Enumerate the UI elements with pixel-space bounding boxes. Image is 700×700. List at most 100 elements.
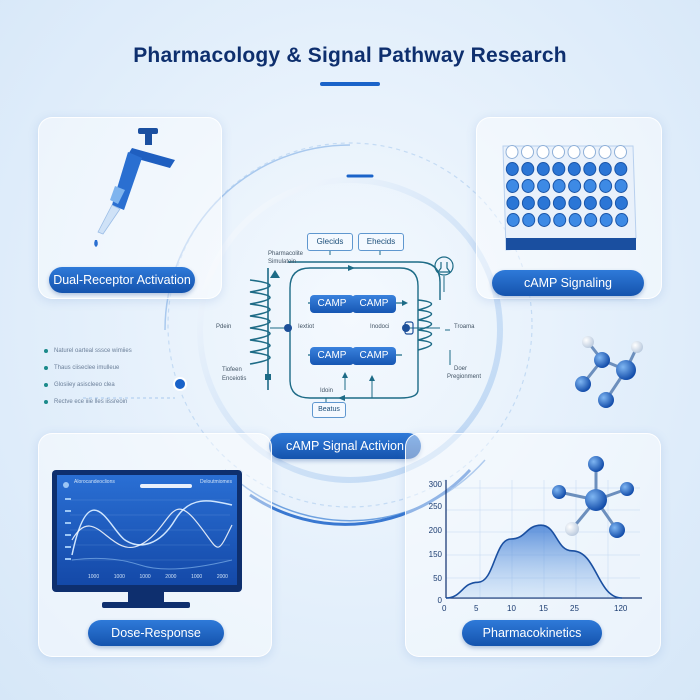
well — [568, 213, 582, 227]
well — [536, 145, 550, 159]
pk-x-origin: 0 — [442, 604, 447, 613]
pharmacokinetics-label: Pharmacokinetics — [462, 620, 602, 646]
well — [599, 213, 613, 227]
title-underline — [320, 82, 380, 86]
label-left-mid2: Iextiot — [298, 324, 315, 330]
label-right-bot2: Pregionment — [447, 374, 482, 380]
top-box-1: Glecids — [307, 233, 353, 251]
well — [552, 196, 566, 210]
well — [598, 162, 612, 176]
monitor-header-right: Deloutmiomes — [200, 479, 232, 485]
x-tick: 2000 — [216, 574, 228, 580]
bullet-text: Rectve ece iiie lles iissreoin — [54, 398, 128, 405]
label-left-mid: Pdein — [216, 324, 232, 330]
pk-y-ticks: 300 250 200 150 50 0 — [420, 480, 442, 605]
x-tick: 15 — [539, 604, 548, 613]
well — [614, 145, 627, 159]
well — [552, 179, 566, 193]
well — [583, 179, 597, 193]
well — [583, 162, 597, 176]
well — [536, 162, 550, 176]
well — [521, 162, 535, 176]
page-title: Pharmacology & Signal Pathway Research — [133, 44, 567, 67]
label-right-mid2: Troama — [454, 324, 475, 330]
top-box-2: Ehecids — [358, 233, 404, 251]
well — [505, 162, 519, 176]
well — [537, 196, 551, 210]
pk-curve — [445, 524, 623, 599]
y-tick: 200 — [428, 526, 442, 535]
bullet-item: Thaus ciiseclee imulleue — [44, 359, 164, 376]
well — [537, 179, 551, 193]
bullet-dot — [44, 365, 48, 370]
well — [614, 162, 628, 176]
well — [506, 213, 520, 227]
x-tick: 120 — [614, 604, 628, 613]
well — [537, 213, 551, 227]
well — [614, 196, 628, 210]
well — [521, 179, 535, 193]
x-tick: 1000 — [88, 574, 100, 580]
x-tick: 1000 — [113, 574, 125, 580]
bullet-text: Glosiiey asiscleeo clea — [54, 381, 115, 388]
camp-node-3: CAMP — [310, 347, 354, 365]
camp-signaling-label: cAMP Signaling — [492, 270, 644, 296]
bullet-text: Thaus ciiseclee imulleue — [54, 364, 120, 371]
bullet-dot — [44, 382, 48, 387]
pk-area — [446, 525, 622, 598]
label-left-top2: Simulatoin — [268, 259, 297, 265]
well — [521, 145, 534, 159]
label-right-bot: Doer — [454, 366, 468, 372]
well — [599, 179, 613, 193]
bullet-list: Naturel oarteal sssce wimiies Thaus ciis… — [44, 342, 164, 410]
monitor-x-ticks: 1000 1000 1000 2000 1000 2000 — [88, 574, 228, 580]
y-tick: 150 — [428, 550, 442, 559]
y-tick: 0 — [437, 596, 442, 605]
label-left-bot: Tiofeen — [222, 367, 242, 373]
dose-response-label: Dose-Response — [88, 620, 224, 646]
x-tick: 2000 — [165, 574, 177, 580]
x-tick: 25 — [570, 604, 579, 613]
well — [567, 162, 581, 176]
well — [522, 213, 536, 227]
well — [552, 162, 566, 176]
bullet-dot — [44, 348, 48, 353]
x-tick: 1000 — [139, 574, 151, 580]
label-left-top: Pharmacolite — [268, 251, 304, 257]
bullet-item: Glosiiey asiscleeo clea — [44, 376, 164, 393]
bullet-text: Naturel oarteal sssce wimiies — [54, 347, 132, 354]
x-tick: 1000 — [191, 574, 203, 580]
well — [552, 145, 565, 159]
monitor-header-left: Alorocandeoclions — [74, 479, 115, 485]
well — [567, 145, 581, 159]
bullet-dot — [44, 399, 48, 404]
y-tick: 300 — [428, 480, 442, 489]
dual-receptor-label: Dual-Receptor Activation — [49, 267, 195, 293]
label-right-mid: Inodoci — [370, 324, 390, 330]
bullet-item: Naturel oarteal sssce wimiies — [44, 342, 164, 359]
flask-icon — [434, 256, 454, 276]
well — [568, 179, 582, 193]
bottom-box: Beatus — [312, 402, 346, 418]
left-helix — [249, 268, 271, 390]
x-tick: 5 — [474, 604, 479, 613]
label-left-bot2: Enceiotis — [222, 376, 247, 382]
well — [506, 179, 520, 193]
well — [568, 196, 582, 210]
x-tick: 10 — [507, 604, 516, 613]
camp-activation-label: cAMP Signal Activion — [269, 433, 421, 459]
well — [599, 196, 613, 210]
well — [521, 196, 535, 210]
camp-node-2: CAMP — [352, 295, 396, 313]
well — [615, 213, 629, 227]
well — [553, 213, 567, 227]
well — [584, 213, 598, 227]
label-mid-small: Idoin — [320, 388, 334, 394]
well — [614, 179, 628, 193]
